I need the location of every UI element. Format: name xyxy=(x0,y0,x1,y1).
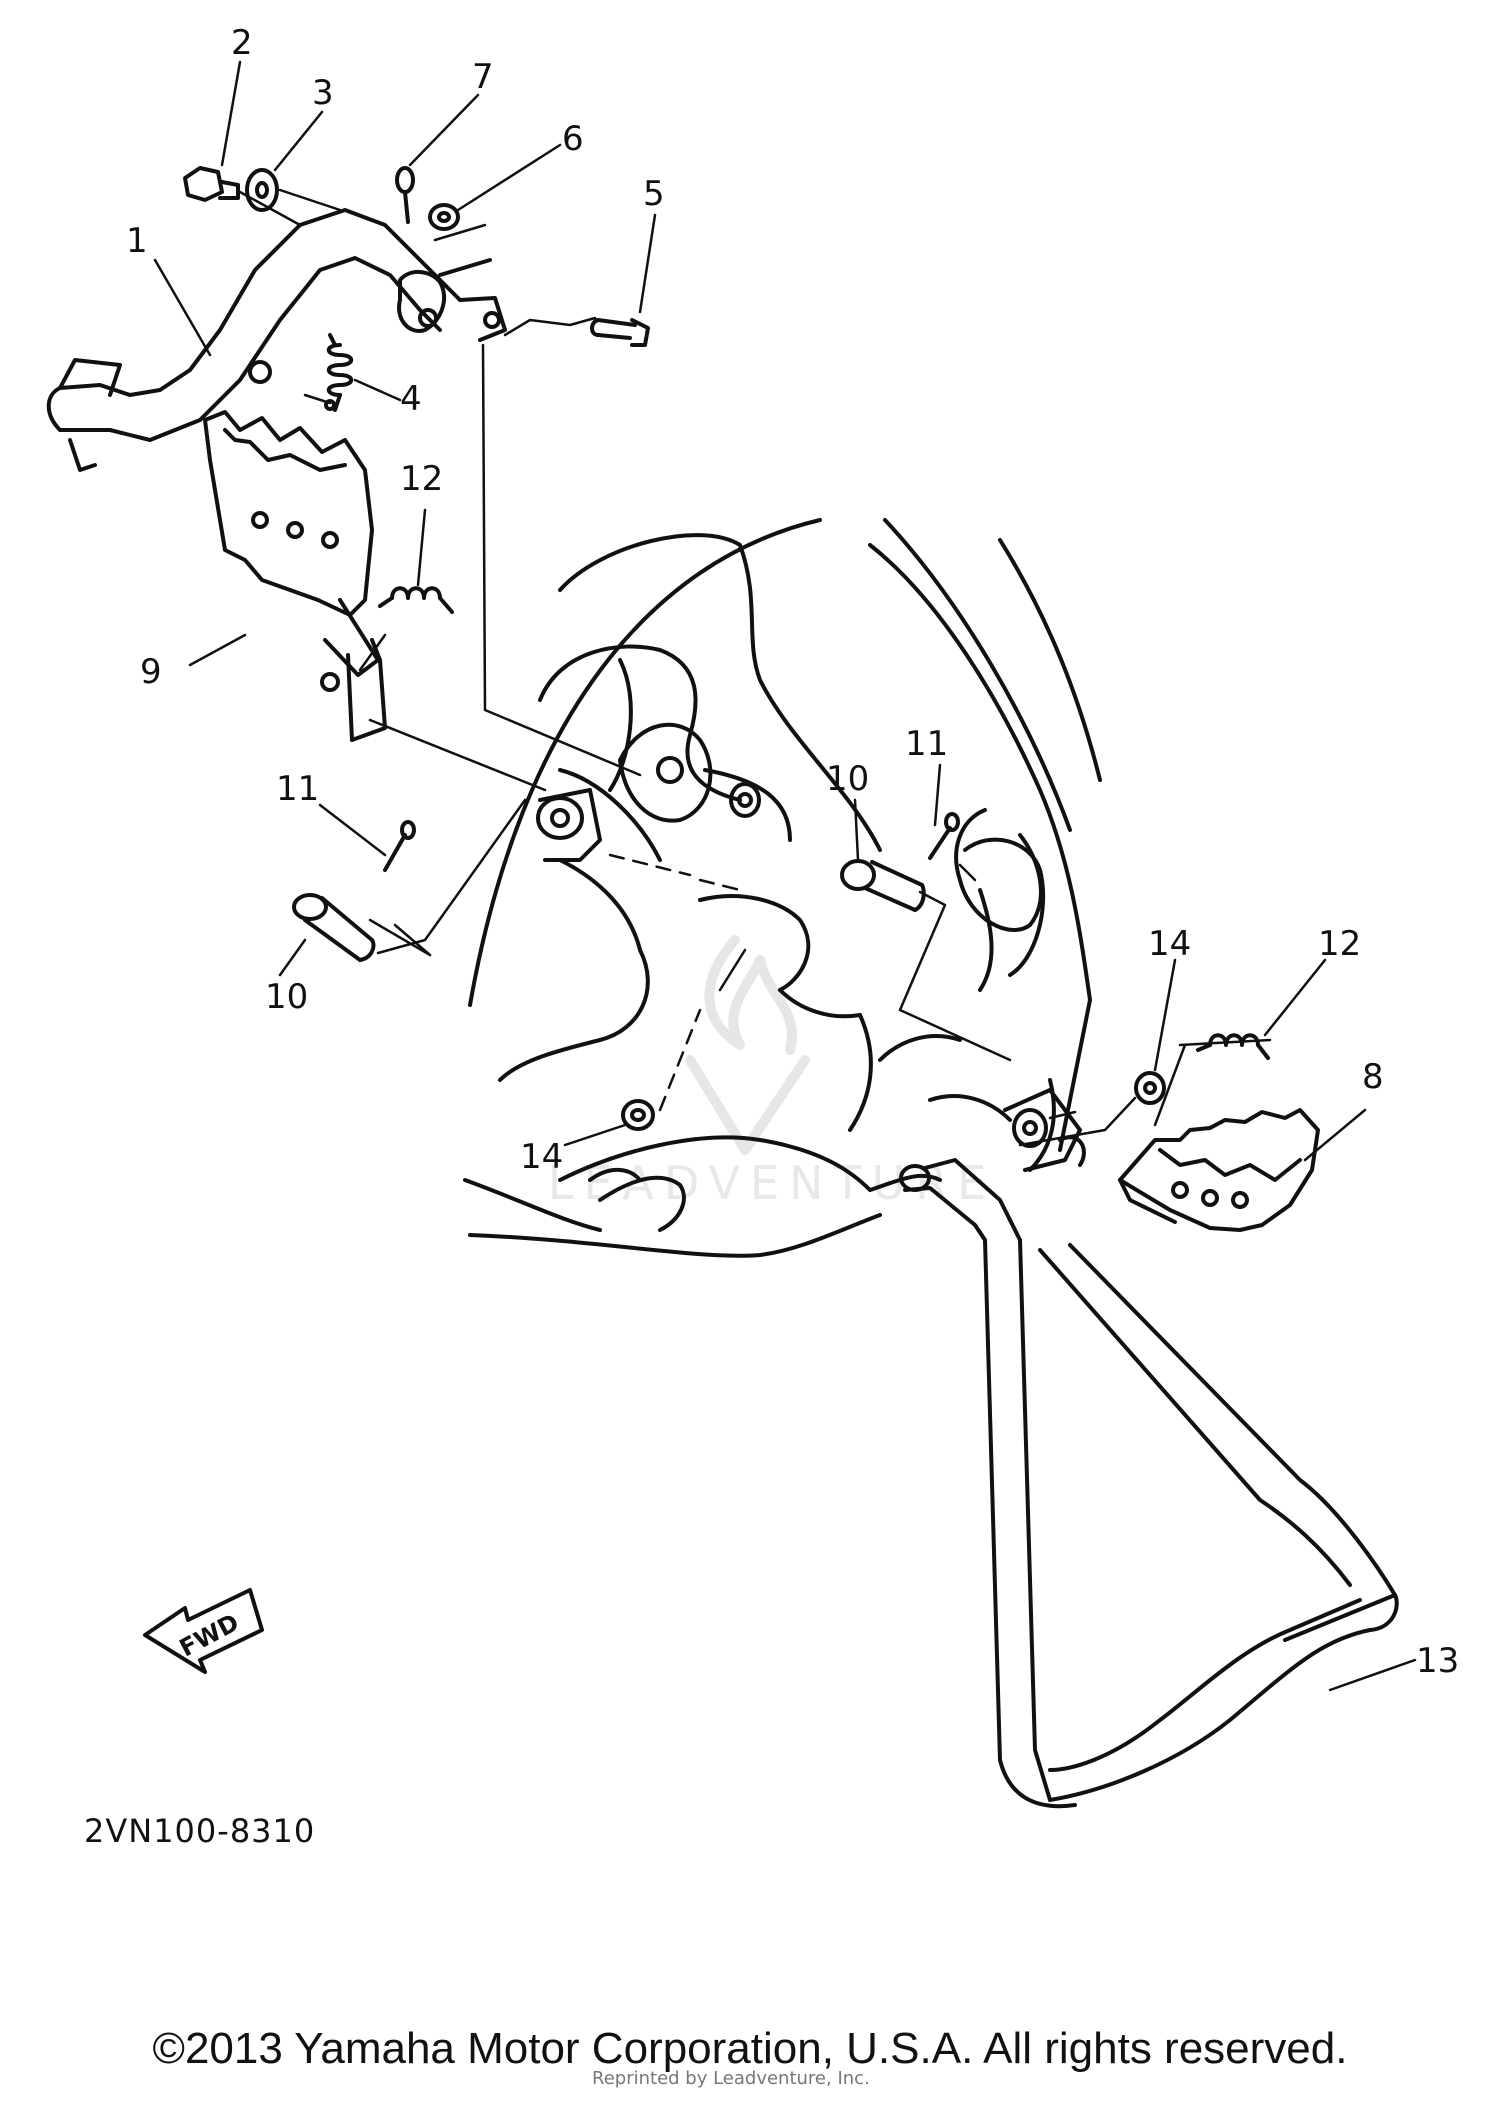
frame-outline xyxy=(463,518,1102,1258)
spring-12-left xyxy=(378,586,454,614)
cotter-pin-11-right xyxy=(928,812,960,860)
cotter-pin-7 xyxy=(395,166,415,224)
callout-labels: 2 3 7 6 5 1 4 12 9 11 10 10 11 14 12 8 1… xyxy=(126,23,1459,1681)
spring-12-right xyxy=(1196,1033,1270,1060)
callout-14-right: 14 xyxy=(1148,924,1191,964)
callout-11-right: 11 xyxy=(905,724,948,764)
callout-7: 7 xyxy=(472,57,494,97)
callout-14-left: 14 xyxy=(520,1137,563,1177)
washer-3 xyxy=(245,168,279,212)
footrest-8 xyxy=(1118,1108,1320,1232)
assembly-lines xyxy=(238,188,1272,1147)
footrest-9 xyxy=(203,410,387,742)
leader-lines xyxy=(153,60,1417,1692)
callout-8: 8 xyxy=(1362,1057,1384,1097)
callout-10-right: 10 xyxy=(826,759,869,799)
stand-13 xyxy=(899,1158,1399,1809)
diagram-code: 2VN100-8310 xyxy=(84,1812,316,1850)
callout-12-left: 12 xyxy=(400,459,443,499)
spring-4 xyxy=(324,333,354,412)
collar-14-right xyxy=(1134,1071,1166,1105)
footrest-brackets xyxy=(536,722,1086,1172)
reprint-note: Reprinted by Leadventure, Inc. xyxy=(592,2068,870,2089)
collar-14-left xyxy=(621,1099,655,1131)
callout-5: 5 xyxy=(643,174,665,214)
bolt-5 xyxy=(590,318,650,347)
callout-13: 13 xyxy=(1416,1641,1459,1681)
callout-2: 2 xyxy=(231,23,253,63)
callout-1: 1 xyxy=(126,221,148,261)
callout-3: 3 xyxy=(312,73,334,113)
bolt-2 xyxy=(183,166,240,202)
pin-10-right xyxy=(840,859,926,912)
callout-12-right: 12 xyxy=(1318,924,1361,964)
watermark-logo xyxy=(685,935,810,1155)
callout-10-left: 10 xyxy=(265,977,308,1017)
callout-11-left: 11 xyxy=(276,769,319,809)
brake-pedal xyxy=(46,208,507,472)
pin-10-left xyxy=(292,893,376,962)
washer-6 xyxy=(428,203,460,231)
callout-4: 4 xyxy=(400,379,422,419)
copyright-notice: ©2013 Yamaha Motor Corporation, U.S.A. A… xyxy=(152,2024,1348,2073)
callout-9: 9 xyxy=(140,652,162,692)
fwd-arrow-icon xyxy=(143,1588,264,1674)
callout-6: 6 xyxy=(562,119,584,159)
cotter-pin-11-left xyxy=(383,820,416,872)
